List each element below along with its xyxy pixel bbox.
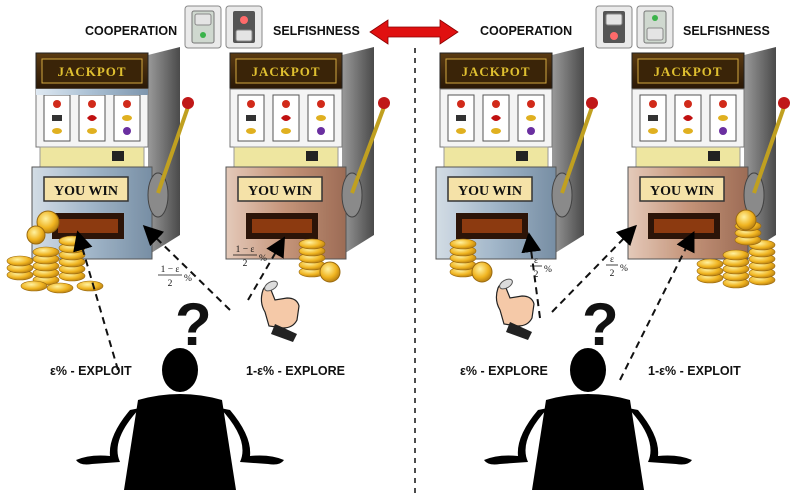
- right-exploit-label: 1-ε% - EXPLOIT: [648, 364, 741, 378]
- hand-coin-flip-icon-left: [260, 278, 300, 343]
- coin-pile-small-left: [298, 238, 341, 283]
- svg-text:ε: ε: [534, 256, 538, 266]
- arrow-explore-coop-right: [521, 232, 542, 319]
- svg-text:2: 2: [610, 269, 615, 279]
- question-mark-right: ?: [582, 291, 619, 358]
- right-toggle-switch-icon: [595, 5, 674, 49]
- right-cooperation-label: COOPERATION: [480, 24, 572, 38]
- svg-text:1 − ε: 1 − ε: [236, 245, 255, 255]
- prob-coop-left: 1 − ε 2 %: [158, 265, 192, 289]
- svg-text:%: %: [620, 264, 628, 274]
- left-toggle-switch-icon: [184, 5, 263, 49]
- question-mark-left: ?: [175, 291, 212, 358]
- jackpot-label: JACKPOT: [57, 64, 126, 79]
- prob-self-left: 1 − ε 2 %: [233, 245, 267, 269]
- svg-text:%: %: [184, 274, 192, 284]
- hand-coin-flip-icon-right: [495, 276, 535, 341]
- slot-machine-cooperation-right: JACKPOT YOU WIN: [435, 46, 598, 260]
- left-explore-label: 1-ε% - EXPLORE: [246, 364, 345, 378]
- svg-text:2: 2: [243, 259, 248, 269]
- left-exploit-label: ε% - EXPLOIT: [50, 364, 132, 378]
- jackpot-label: JACKPOT: [653, 64, 722, 79]
- arrow-explore-self-left: [247, 236, 286, 301]
- svg-text:1 − ε: 1 − ε: [161, 265, 180, 275]
- coin-pile-small-right: [449, 238, 493, 283]
- jackpot-label: JACKPOT: [251, 64, 320, 79]
- svg-text:%: %: [544, 265, 552, 275]
- arrow-explore-self-right: [551, 224, 637, 313]
- right-selfishness-label: SELFISHNESS: [683, 24, 770, 38]
- you-win-label: YOU WIN: [248, 184, 312, 199]
- svg-text:2: 2: [168, 279, 173, 289]
- arrow-exploit-right: [619, 231, 695, 381]
- double-arrow-icon: [369, 19, 459, 45]
- left-cooperation-label: COOPERATION: [85, 24, 177, 38]
- jackpot-label: JACKPOT: [461, 64, 530, 79]
- svg-text:%: %: [259, 254, 267, 264]
- arrow-exploit-left: [73, 230, 119, 371]
- coin-pile-right: [696, 209, 776, 289]
- arrow-explore-coop-left: [142, 225, 231, 311]
- left-selfishness-label: SELFISHNESS: [273, 24, 360, 38]
- svg-text:ε: ε: [610, 255, 614, 265]
- coin-pile-left: [6, 210, 104, 294]
- right-explore-label: ε% - EXPLORE: [460, 364, 548, 378]
- slot-machine-selfishness-left: JACKPOT YOU WIN: [225, 46, 390, 260]
- svg-text:2: 2: [534, 270, 539, 280]
- slot-machine-selfishness-right: JACKPOT YOU WIN: [627, 46, 790, 260]
- prob-self-right: ε 2 %: [606, 255, 628, 279]
- you-win-label: YOU WIN: [650, 184, 714, 199]
- you-win-label: YOU WIN: [458, 184, 522, 199]
- you-win-label: YOU WIN: [54, 184, 118, 199]
- prob-coop-right: ε 2 %: [530, 256, 552, 280]
